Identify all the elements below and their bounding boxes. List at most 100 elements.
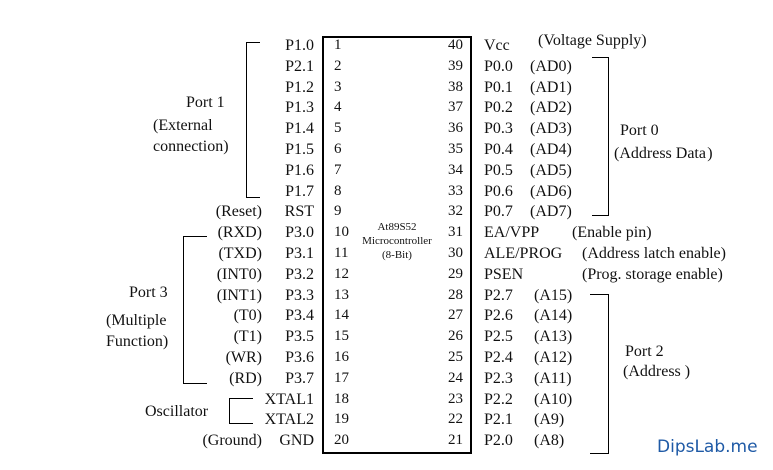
left-pin-signal: P1.6 (285, 161, 314, 179)
left-pin-signal: P3.7 (285, 369, 314, 387)
port3-title: Port 3 (129, 284, 168, 301)
port0-desc: (Address Data ) (614, 145, 713, 162)
right-pin-function: (AD4) (530, 141, 572, 158)
right-pin-function: (A11) (534, 369, 572, 387)
right-pin-function: (A9) (534, 411, 565, 429)
right-pin-function: (A12) (534, 349, 573, 366)
left-pin-signal: XTAL1 (264, 390, 314, 408)
right-pin-signal: P2.4 (484, 349, 513, 366)
left-pin-number: 17 (334, 369, 349, 386)
right-pin-number: 28 (448, 286, 463, 303)
watermark: DipsLab.me (657, 437, 758, 457)
right-pin-function: (AD5) (530, 161, 572, 179)
left-pin-number: 3 (334, 78, 342, 95)
right-pin-number: 39 (448, 57, 463, 74)
right-pin-signal: P2.6 (484, 307, 513, 325)
left-pin-signal: P3.1 (285, 245, 314, 262)
left-pin-signal: GND (279, 432, 314, 450)
left-pin-number: 13 (334, 286, 349, 303)
left-pin-function: (INT0) (216, 265, 262, 283)
right-pin-signal: P0.1 (484, 78, 513, 96)
left-pin-function: (T1) (233, 328, 262, 346)
port1-bracket (246, 42, 260, 198)
right-pin-number: 26 (448, 328, 463, 345)
left-pin-number: 12 (334, 265, 349, 282)
left-pin-number: 4 (334, 99, 342, 116)
right-pin-signal: P0.5 (484, 161, 513, 179)
port2-title: Port 2 (625, 343, 664, 360)
oscillator-bracket (229, 398, 253, 424)
right-pin-signal: P0.6 (484, 182, 513, 200)
right-pin-number: 32 (448, 203, 463, 220)
right-pin-signal: P2.7 (484, 286, 513, 304)
left-pin-function: (WR) (225, 349, 262, 366)
right-pin-number: 30 (448, 245, 463, 261)
left-pin-signal: P3.4 (285, 307, 314, 325)
right-pin-number: 40 (448, 37, 463, 53)
left-pin-signal: P3.3 (285, 286, 314, 304)
right-pin-signal: P0.4 (484, 141, 513, 158)
right-pin-signal: P2.3 (484, 369, 513, 387)
right-pin-signal: P2.1 (484, 411, 513, 429)
port3-bracket (183, 236, 207, 384)
right-pin-function: (Enable pin) (572, 224, 652, 242)
port0-bracket (592, 57, 609, 216)
right-pin-function: (Address latch enable) (582, 245, 726, 262)
left-pin-number: 2 (334, 57, 342, 74)
right-pin-function: (A14) (534, 307, 573, 325)
right-pin-number: 33 (448, 182, 463, 199)
left-pin-signal: P1.4 (285, 120, 314, 138)
chip-type: Microcontroller (362, 235, 432, 247)
left-pin-number: 7 (334, 161, 342, 178)
right-pin-signal: ALE/PROG (484, 245, 563, 262)
right-pin-number: 38 (448, 78, 463, 95)
right-pin-signal: P0.3 (484, 120, 513, 138)
left-pin-signal: P1.7 (285, 182, 314, 200)
right-pin-number: 34 (448, 161, 463, 178)
right-pin-number: 27 (448, 307, 463, 324)
right-pin-function: (AD7) (530, 203, 572, 221)
right-pin-number: 31 (448, 224, 463, 241)
port1-desc-2: connection) (153, 138, 229, 155)
left-pin-number: 8 (334, 182, 342, 199)
left-pin-function: (Reset) (215, 203, 262, 221)
left-pin-signal: P3.5 (285, 328, 314, 346)
oscillator-label: Oscillator (145, 403, 209, 420)
chip-name: At89S52 (377, 221, 417, 233)
chip-body: At89S52 Microcontroller (8-Bit) (322, 36, 472, 454)
left-pin-number: 1 (334, 37, 342, 53)
right-pin-number: 25 (448, 349, 463, 365)
port3-desc-1: (Multiple (106, 312, 167, 329)
left-pin-number: 18 (334, 390, 349, 407)
right-pin-number: 23 (448, 390, 463, 407)
left-pin-number: 15 (334, 328, 349, 345)
right-pin-function: (A10) (534, 390, 573, 408)
left-pin-signal: P1.2 (285, 78, 314, 96)
left-pin-number: 11 (334, 245, 349, 261)
left-pin-function: (Ground) (202, 432, 262, 450)
left-pin-function: (TXD) (218, 245, 262, 262)
port2-desc: (Address ) (623, 363, 691, 380)
right-pin-function: (AD6) (530, 182, 572, 200)
left-pin-number: 19 (334, 411, 349, 428)
right-pin-signal: P0.7 (484, 203, 513, 221)
right-pin-signal: PSEN (484, 265, 524, 283)
left-pin-number: 10 (334, 224, 349, 241)
right-pin-function: (AD0) (530, 57, 572, 75)
right-pin-number: 36 (448, 120, 463, 137)
left-pin-function: (RD) (229, 369, 262, 387)
right-pin-number: 22 (448, 411, 463, 428)
left-pin-signal: P1.5 (285, 141, 314, 158)
port0-title: Port 0 (620, 122, 659, 139)
right-pin-function: (A15) (534, 286, 573, 304)
right-pin-function: (AD2) (530, 99, 572, 117)
left-pin-signal: P2.1 (285, 57, 314, 75)
right-pin-number: 24 (448, 369, 463, 386)
left-pin-function: (T0) (233, 307, 262, 325)
left-pin-function: (RXD) (217, 224, 262, 242)
right-pin-signal: P2.2 (484, 390, 513, 408)
right-pin-number: 37 (448, 99, 463, 116)
port1-title: Port 1 (186, 94, 225, 111)
right-pin-signal: P2.0 (484, 432, 513, 450)
